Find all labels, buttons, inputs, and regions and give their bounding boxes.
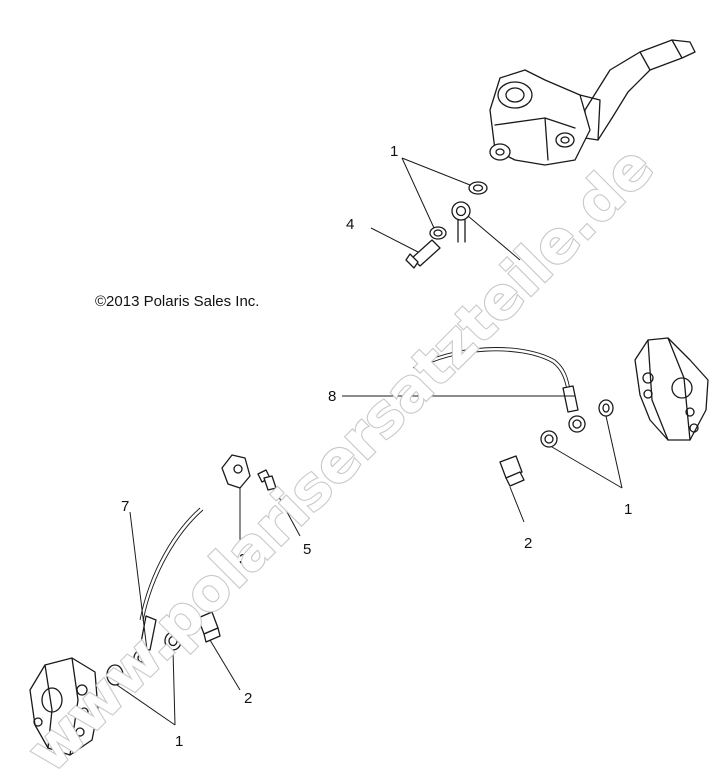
callout-bracket-bolt: 5 — [303, 541, 311, 558]
right-leaders — [509, 415, 623, 523]
callout-bracket: 3 — [239, 551, 247, 568]
banjo-fitting-top — [451, 201, 471, 243]
left-crush-washer-inner — [106, 664, 124, 686]
left-leaders — [116, 511, 241, 726]
right-brake-caliper — [634, 337, 709, 441]
callout-banjo-bolt-top: 4 — [346, 216, 354, 233]
left-brake-caliper — [29, 657, 99, 756]
callout-banjo-bolt-right: 2 — [524, 535, 532, 552]
right-crush-washer-outer — [598, 399, 614, 417]
callout-washer-right: 1 — [624, 501, 632, 518]
brake-hose — [133, 347, 586, 667]
callout-brake-hose: 8 — [328, 388, 336, 405]
top-crush-washer-lower — [429, 226, 447, 240]
callout-washer-top: 1 — [390, 143, 398, 160]
copyright-text: ©2013 Polaris Sales Inc. — [95, 293, 259, 310]
master-cylinder-lever — [489, 39, 696, 166]
right-crush-washer-inner — [540, 430, 558, 448]
banjo-bolt-top — [405, 239, 441, 269]
right-banjo-bolt — [499, 455, 525, 487]
hose-bracket-clip — [221, 454, 251, 545]
top-leaders — [370, 157, 521, 261]
top-crush-washer-upper — [468, 181, 488, 195]
callout-banjo-bolt-left: 2 — [244, 690, 252, 707]
watermark-text: www.polarisersatzteile.de — [14, 133, 666, 782]
callout-washer-left: 1 — [175, 733, 183, 750]
callout-banjo-fitting-top: 6 — [530, 255, 538, 272]
bracket-bolt — [257, 469, 301, 537]
callout-hose-left: 7 — [121, 498, 129, 515]
left-banjo-bolt — [197, 611, 221, 643]
